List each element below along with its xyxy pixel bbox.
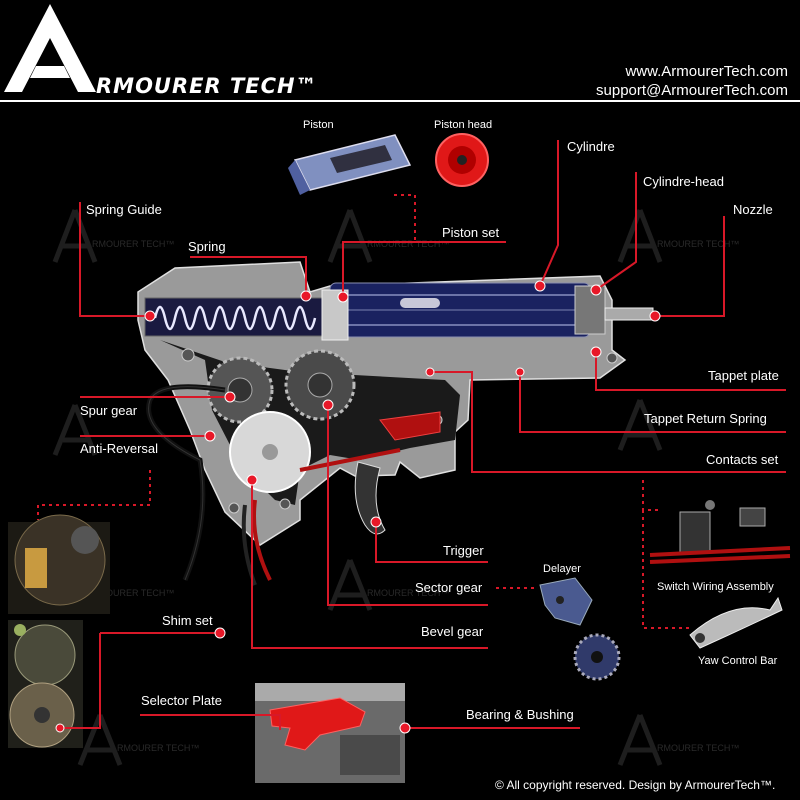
svg-text:RMOURER TECH™: RMOURER TECH™ <box>367 239 449 249</box>
label-selector-plate: Selector Plate <box>141 693 222 708</box>
label-yaw-control-bar: Yaw Control Bar <box>698 655 778 667</box>
contact-info: www.ArmourerTech.com support@ArmourerTec… <box>596 62 788 100</box>
label-shim-set: Shim set <box>162 613 213 628</box>
label-spur-gear: Spur gear <box>80 403 138 418</box>
sector-gear-small-part <box>573 633 621 681</box>
svg-text:RMOURER TECH™: RMOURER TECH™ <box>657 743 739 753</box>
label-delayer: Delayer <box>543 563 581 575</box>
label-cylindre-head: Cylindre-head <box>643 174 724 189</box>
inset-photo-selector-plate <box>255 683 405 783</box>
label-trigger: Trigger <box>443 543 484 558</box>
callout-dots <box>55 280 661 734</box>
support-email-link[interactable]: support@ArmourerTech.com <box>596 82 788 99</box>
spring-part <box>144 289 349 341</box>
label-tappet-return-spring: Tappet Return Spring <box>644 411 767 426</box>
label-nozzle: Nozzle <box>733 202 773 217</box>
label-anti-reversal: Anti-Reversal <box>80 441 159 456</box>
label-cylindre: Cylindre <box>567 139 615 154</box>
label-contacts-set: Contacts set <box>706 452 779 467</box>
yaw-control-bar-part <box>689 596 783 649</box>
copyright-notice: © All copyright reserved. Design by Armo… <box>495 778 776 792</box>
label-piston-set: Piston set <box>442 225 500 240</box>
label-bearing-bushing: Bearing & Bushing <box>466 707 574 722</box>
inset-photo-anti-reversal <box>8 514 110 614</box>
inset-photo-shim-set <box>8 620 83 748</box>
header-divider <box>0 100 800 102</box>
label-piston: Piston <box>303 119 334 131</box>
brand-name: RMOURER TECH™ <box>96 74 318 98</box>
switch-wiring-part <box>649 500 791 564</box>
svg-text:RMOURER TECH™: RMOURER TECH™ <box>92 588 174 598</box>
watermark-logos: RMOURER TECH™ RMOURER TECH™ RMOURER TECH… <box>52 209 739 766</box>
cylinder-part <box>329 282 654 338</box>
trigger-part <box>299 411 441 535</box>
label-spring-guide: Spring Guide <box>86 202 162 217</box>
callout-lines <box>37 140 786 730</box>
label-sector-gear: Sector gear <box>415 580 483 595</box>
brand-logo-icon <box>4 4 96 92</box>
piston-part <box>288 134 412 195</box>
label-switch-wiring-assembly: Switch Wiring Assembly <box>657 581 774 593</box>
svg-text:RMOURER TECH™: RMOURER TECH™ <box>367 588 449 598</box>
website-link[interactable]: www.ArmourerTech.com <box>625 63 788 80</box>
svg-text:RMOURER TECH™: RMOURER TECH™ <box>657 239 739 249</box>
label-spring: Spring <box>188 239 226 254</box>
svg-text:RMOURER TECH™: RMOURER TECH™ <box>92 239 174 249</box>
delayer-part <box>539 577 593 626</box>
svg-text:RMOURER TECH™: RMOURER TECH™ <box>117 743 199 753</box>
piston-head-part <box>435 133 489 187</box>
gear-parts <box>206 349 356 493</box>
label-tappet-plate: Tappet plate <box>708 368 779 383</box>
label-piston-head: Piston head <box>434 119 493 131</box>
label-bevel-gear: Bevel gear <box>421 624 484 639</box>
